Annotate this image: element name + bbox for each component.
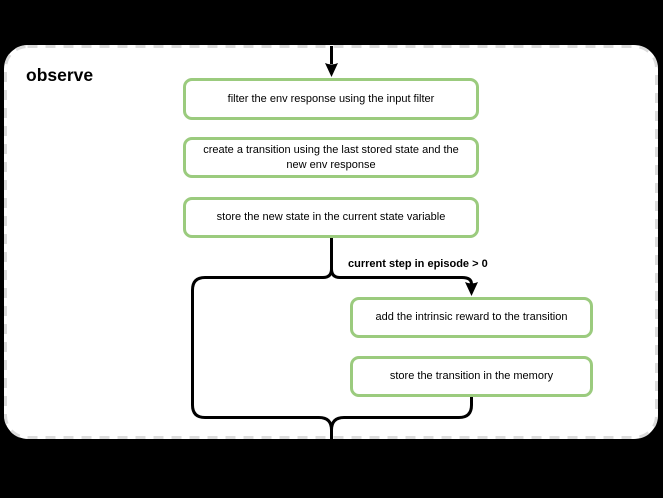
panel-title: observe xyxy=(26,65,94,85)
flow-node-add-intrinsic-reward: add the intrinsic reward to the transiti… xyxy=(350,297,593,338)
flow-node-filter-env-response: filter the env response using the input … xyxy=(183,78,479,120)
entry-arrowhead-icon xyxy=(325,63,338,77)
flow-node-store-transition-memory: store the transition in the memory xyxy=(350,356,593,397)
connector-branch-right xyxy=(330,268,473,285)
connector-merge-right xyxy=(330,397,473,431)
branch-arrowhead-icon xyxy=(465,282,478,296)
flow-node-create-transition: create a transition using the last store… xyxy=(183,137,479,178)
connector-bypass-left xyxy=(191,238,333,445)
branch-condition-label: current step in episode > 0 xyxy=(348,258,488,270)
panel-dashed-border xyxy=(4,45,658,439)
flow-node-store-new-state: store the new state in the current state… xyxy=(183,197,479,238)
